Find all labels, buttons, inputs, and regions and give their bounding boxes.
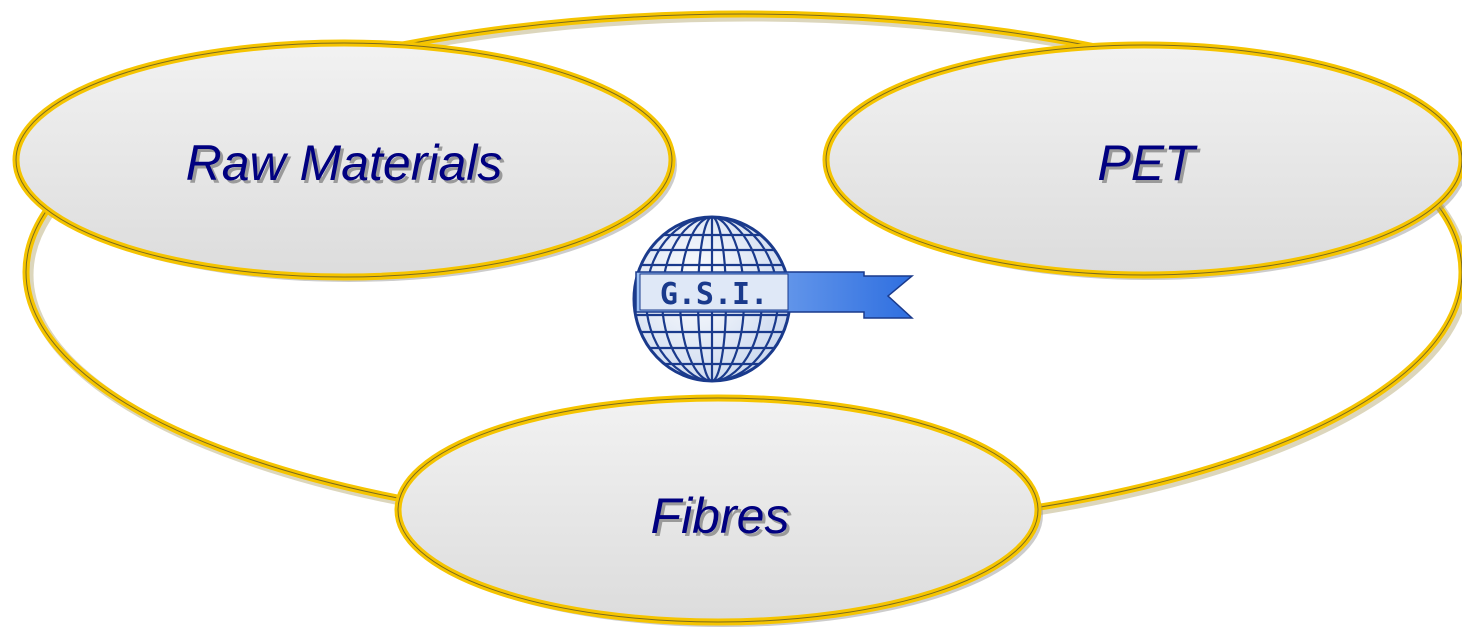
node-fibres-label: Fibres: [651, 488, 790, 544]
node-raw-materials-label: Raw Materials: [186, 135, 503, 191]
node-raw-materials-label-shadow: Raw Materials: [189, 138, 506, 194]
node-pet-label: PET: [1097, 135, 1198, 191]
node-raw-materials: Raw Materials Raw Materials: [12, 39, 677, 282]
gsi-logo: G.S.I.: [626, 214, 924, 383]
logo-text: G.S.I.: [660, 277, 768, 312]
node-fibres: Fibres Fibres: [394, 394, 1043, 627]
node-pet: PET PET: [822, 41, 1462, 280]
node-pet-label-shadow: PET: [1100, 138, 1201, 194]
globe-ribbon-icon: [632, 215, 915, 383]
node-fibres-label-shadow: Fibres: [654, 491, 793, 547]
